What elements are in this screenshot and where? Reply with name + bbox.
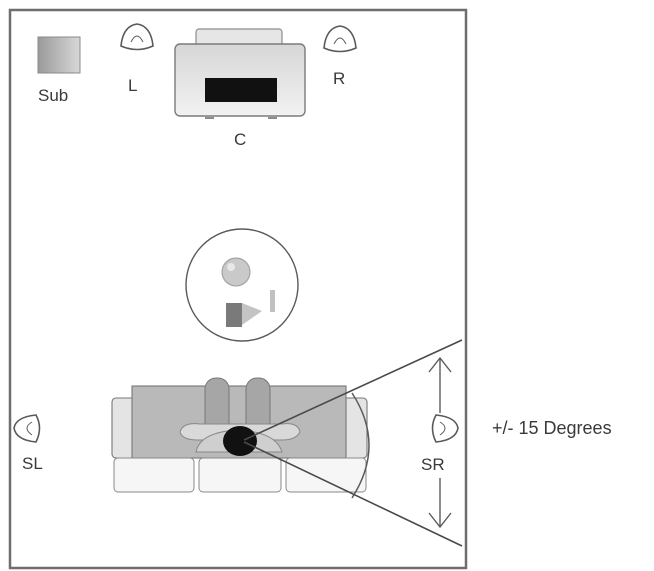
left-speaker-icon (120, 23, 154, 51)
surround-right-label: SR (421, 455, 445, 474)
listener-icon (179, 377, 301, 456)
subwoofer-icon (37, 36, 81, 74)
right-speaker-icon (323, 25, 357, 53)
sofa-icon (111, 385, 368, 493)
coffee-table-icon (185, 228, 299, 342)
surround-right-speaker-icon (431, 414, 459, 443)
left-speaker-label: L (128, 76, 137, 95)
angle-line-upper (243, 339, 463, 441)
right-speaker-label: R (333, 69, 345, 88)
subwoofer-label: Sub (38, 86, 68, 105)
listening-arc (351, 392, 370, 499)
angle-line-lower (243, 441, 463, 547)
surround-left-label: SL (22, 454, 43, 473)
angle-range-arrow (428, 356, 452, 529)
tv-icon (174, 28, 306, 119)
center-speaker-label: C (234, 130, 246, 149)
angle-annotation: +/- 15 Degrees (492, 418, 612, 438)
surround-left-speaker-icon (13, 414, 41, 443)
